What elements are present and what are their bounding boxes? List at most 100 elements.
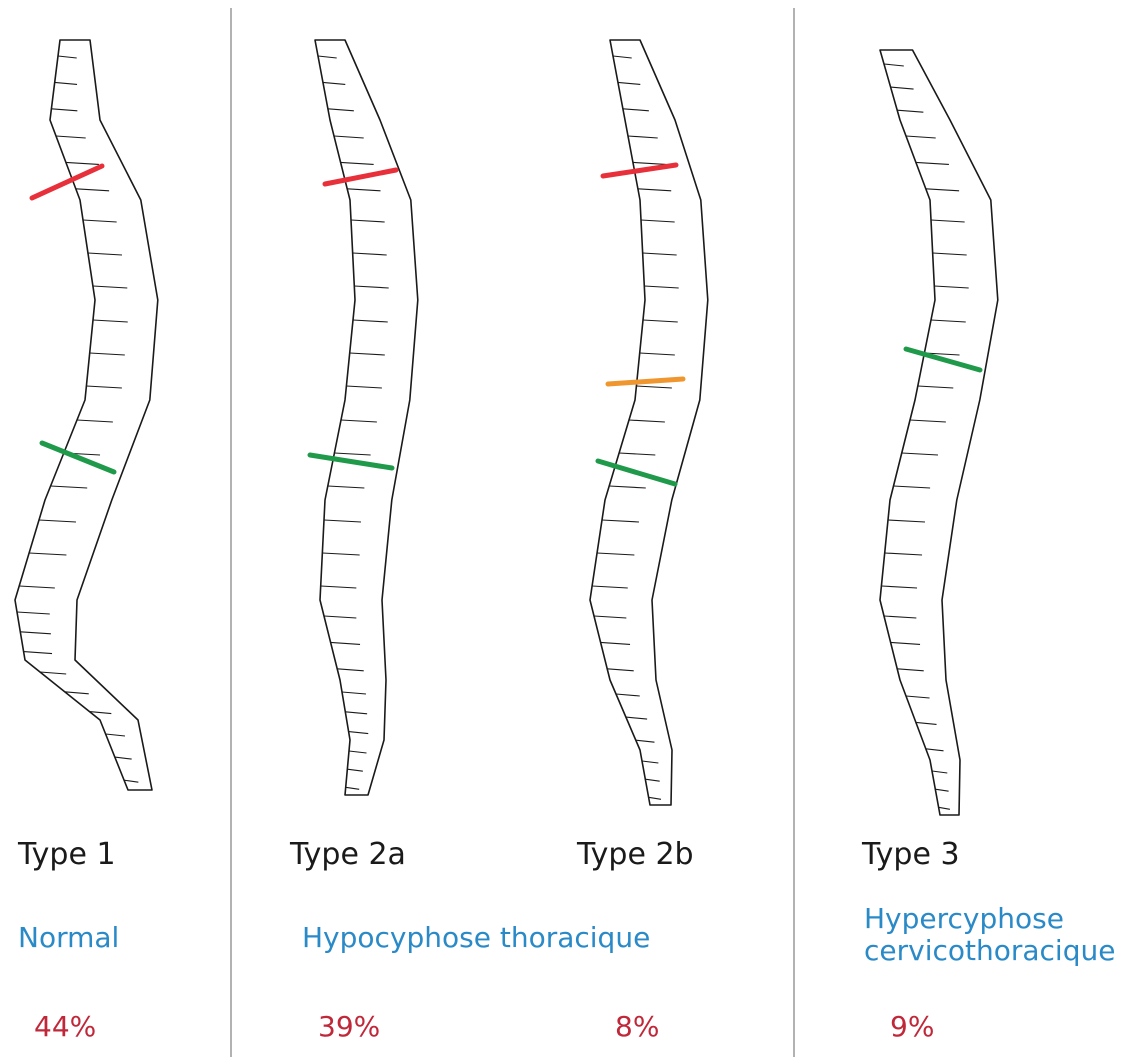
vertebra-line — [40, 672, 66, 674]
vertebra-line — [619, 453, 655, 455]
vertebra-line — [918, 386, 953, 388]
vertebra-line — [641, 220, 675, 222]
vertebra-line — [17, 612, 50, 614]
vertebra-line — [633, 162, 666, 164]
label-type-1: Type 1 — [18, 838, 116, 871]
vertebra-line — [86, 386, 121, 388]
description-hypercyphose: Hypercyphose cervicothoracique — [864, 903, 1115, 967]
vertebra-line — [65, 692, 89, 694]
vertebra-line — [910, 420, 946, 422]
vertebra-line — [626, 717, 647, 719]
vertebra-line — [328, 109, 354, 111]
vertebra-line — [347, 769, 362, 771]
vertebra-line — [623, 109, 649, 111]
vertebra-line — [592, 586, 628, 588]
vertebra-line — [636, 386, 671, 388]
vertebra-line — [884, 64, 904, 66]
vertebra-line — [891, 87, 914, 89]
vertebra-line — [902, 453, 938, 455]
vertebra-line — [638, 189, 671, 191]
vertebra-line — [93, 286, 127, 288]
percent-type-2b: 8% — [615, 1012, 659, 1043]
vertebra-line — [643, 253, 677, 255]
vertebra-line — [351, 220, 385, 222]
vertebra-line — [594, 616, 626, 618]
vertebra-line — [341, 162, 374, 164]
vertebra-line — [324, 520, 361, 522]
vertebra-line — [88, 253, 122, 255]
vertebra-line — [321, 586, 357, 588]
vertebra-line — [642, 761, 658, 763]
percent-type-2a: 39% — [318, 1012, 380, 1043]
vertebra-line — [24, 652, 52, 654]
upper-marker-line — [32, 166, 102, 198]
spine-type-1 — [15, 40, 158, 790]
vertebra-line — [51, 486, 88, 488]
vertebra-line — [56, 136, 86, 138]
spine-outline — [590, 40, 708, 805]
vertebra-line — [353, 253, 387, 255]
vertebra-line — [346, 787, 359, 789]
vertebra-line — [636, 740, 655, 742]
lower-marker-line — [310, 455, 392, 468]
vertebra-line — [885, 553, 922, 555]
vertebra-line — [618, 82, 640, 84]
vertebra-line — [324, 616, 356, 618]
vertebra-line — [601, 642, 630, 644]
vertebra-line — [19, 586, 55, 588]
vertebra-line — [334, 453, 370, 455]
vertebra-line — [331, 642, 360, 644]
vertebra-line — [318, 56, 337, 58]
vertebra-line — [891, 642, 920, 644]
vertebra-line — [645, 779, 659, 781]
middle-marker-line — [608, 379, 683, 384]
vertebra-line — [20, 632, 51, 634]
vertebra-line — [888, 520, 925, 522]
vertebra-line — [347, 189, 380, 191]
vertebra-line — [342, 692, 366, 694]
label-type-3: Type 3 — [862, 838, 960, 871]
label-type-2b: Type 2b — [577, 838, 694, 871]
vertebra-line — [609, 486, 646, 488]
spine-outline — [15, 40, 158, 790]
vertebra-line — [643, 320, 678, 322]
percent-type-1: 44% — [34, 1012, 96, 1043]
vertebra-line — [935, 789, 948, 791]
vertebra-line — [932, 771, 947, 773]
vertebra-line — [322, 553, 359, 555]
vertebra-line — [323, 82, 345, 84]
vertebra-line — [894, 486, 931, 488]
vertebra-line — [55, 82, 77, 84]
vertebra-line — [916, 722, 937, 724]
vertebra-line — [51, 109, 77, 111]
vertebra-line — [353, 320, 388, 322]
vertebra-line — [926, 189, 959, 191]
spine-outline — [315, 40, 418, 795]
vertebra-line — [906, 136, 936, 138]
vertebra-line — [346, 386, 381, 388]
vertebra-line — [616, 694, 640, 696]
lower-marker-line — [598, 461, 675, 484]
vertebra-line — [602, 520, 639, 522]
vertebra-line — [916, 162, 949, 164]
vertebra-line — [629, 420, 665, 422]
vertebra-line — [934, 286, 968, 288]
lower-marker-line — [42, 443, 114, 472]
lower-marker-line — [906, 349, 980, 370]
vertebra-line — [349, 732, 369, 734]
vertebra-line — [881, 586, 917, 588]
vertebra-line — [644, 286, 678, 288]
vertebra-line — [906, 696, 930, 698]
vertebra-line — [29, 553, 66, 555]
vertebra-line — [39, 520, 76, 522]
vertebra-line — [115, 757, 132, 759]
upper-marker-line — [325, 170, 396, 184]
label-type-2a: Type 2a — [290, 838, 406, 871]
vertebra-line — [640, 353, 675, 355]
vertebra-line — [613, 56, 632, 58]
vertebra-line — [106, 734, 125, 736]
vertebra-line — [328, 486, 365, 488]
spine-outline — [880, 50, 998, 815]
vertebra-line — [897, 110, 923, 112]
